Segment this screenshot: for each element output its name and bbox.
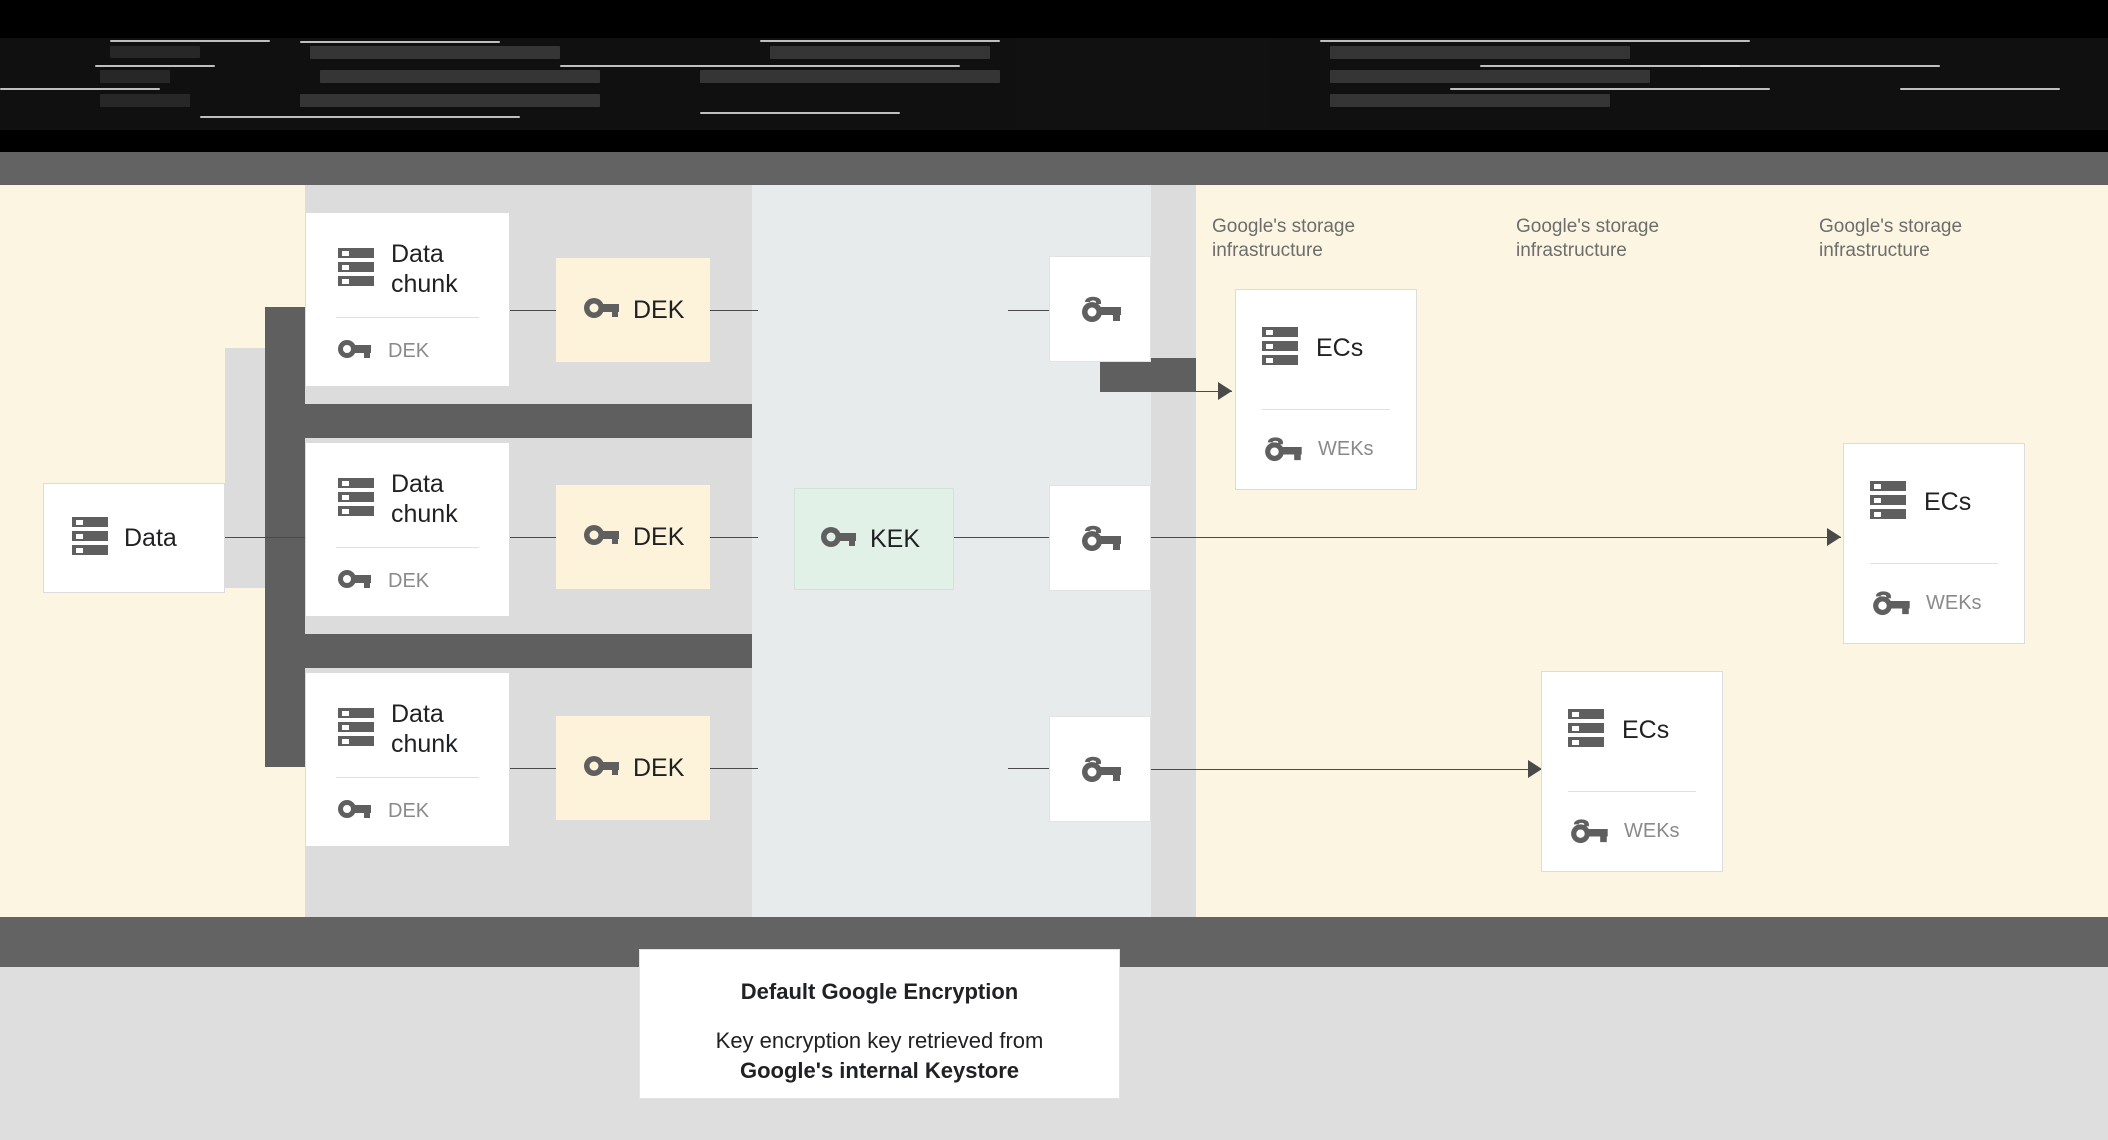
data-card-label: Data bbox=[124, 523, 177, 552]
storage-label-2: Google's storage infrastructure bbox=[1516, 216, 1660, 261]
kek-label: KEK bbox=[870, 524, 921, 553]
wrapped-key-tile-2[interactable] bbox=[1049, 485, 1151, 591]
ec-card-title: ECs bbox=[1622, 716, 1670, 744]
dek-label: DEK bbox=[633, 295, 685, 324]
dek-card-1[interactable]: DEK bbox=[556, 258, 710, 362]
caption-line-1: Key encryption key retrieved from bbox=[715, 1028, 1044, 1053]
ec-card-key-label: WEKs bbox=[1926, 592, 1982, 614]
gray-strip-data-2 bbox=[225, 458, 265, 588]
split-bracket-row2 bbox=[265, 634, 752, 668]
data-chunk-title: Data chunk bbox=[391, 240, 458, 298]
caption-line-2: Google's internal Keystore bbox=[739, 1058, 1020, 1083]
server-stack-icon bbox=[1262, 326, 1298, 371]
data-chunk-key-label: DEK bbox=[388, 800, 430, 822]
ec-card-2[interactable]: ECs WEKs bbox=[1843, 443, 2025, 644]
data-chunk-key-label: DEK bbox=[388, 340, 430, 362]
connector-dek3-out bbox=[710, 768, 758, 769]
card-divider bbox=[336, 547, 479, 548]
dek-label: DEK bbox=[633, 753, 685, 782]
card-divider bbox=[1870, 563, 1998, 564]
arrow-head-to-ec2 bbox=[1827, 528, 1841, 546]
connector-to-wrappedkey1 bbox=[1008, 310, 1050, 311]
wrapped-key-icon bbox=[1262, 432, 1302, 467]
ec-card-title: ECs bbox=[1924, 488, 1972, 516]
storage-label-1: Google's storage infrastructure bbox=[1212, 216, 1356, 261]
caption-title: Default Google Encryption bbox=[740, 979, 1019, 1004]
caption-body: Key encryption key retrieved from Google… bbox=[640, 1026, 1119, 1086]
data-chunk-card-2[interactable]: Data chunk DEK bbox=[305, 442, 510, 617]
ec-card-key-label: WEKs bbox=[1318, 438, 1374, 460]
arrow-head-to-ec1 bbox=[1218, 382, 1232, 400]
key-icon bbox=[584, 754, 619, 783]
connector-dek2-out bbox=[710, 537, 758, 538]
ec-card-title: ECs bbox=[1316, 334, 1364, 362]
arrow-head-to-ec3 bbox=[1528, 760, 1542, 778]
server-stack-icon bbox=[338, 707, 374, 752]
ec-card-3[interactable]: ECs WEKs bbox=[1541, 671, 1723, 872]
card-divider bbox=[1568, 791, 1696, 792]
dek-label: DEK bbox=[633, 522, 685, 551]
data-chunk-key-label: DEK bbox=[388, 570, 430, 592]
obscured-header-text bbox=[0, 38, 2108, 130]
wrapped-key-icon bbox=[1079, 291, 1121, 328]
server-stack-icon bbox=[72, 516, 108, 561]
connector-to-wrappedkey3 bbox=[1008, 768, 1050, 769]
ec-card-1[interactable]: ECs WEKs bbox=[1235, 289, 1417, 490]
key-icon bbox=[584, 296, 619, 325]
data-chunk-title: Data chunk bbox=[391, 470, 458, 528]
data-chunk-card-1[interactable]: Data chunk DEK bbox=[305, 212, 510, 387]
arrow-line-to-ec2 bbox=[1151, 537, 1841, 538]
wrapped-key-emit-bar bbox=[1100, 358, 1196, 392]
arrow-line-to-ec1 bbox=[1196, 391, 1232, 392]
key-icon bbox=[338, 338, 371, 365]
data-chunk-title: Data chunk bbox=[391, 700, 458, 758]
wrapped-key-tile-1[interactable] bbox=[1049, 256, 1151, 362]
card-divider bbox=[336, 317, 479, 318]
key-icon bbox=[584, 523, 619, 552]
connector-data-to-chunk bbox=[225, 537, 320, 538]
dek-card-2[interactable]: DEK bbox=[556, 485, 710, 589]
server-stack-icon bbox=[338, 477, 374, 522]
wrapped-key-icon bbox=[1870, 586, 1910, 621]
key-icon bbox=[338, 798, 371, 825]
wrapped-key-icon bbox=[1568, 814, 1608, 849]
connector-kek-to-wrappedkey2 bbox=[880, 537, 1050, 538]
card-divider bbox=[1262, 409, 1390, 410]
ec-card-key-label: WEKs bbox=[1624, 820, 1680, 842]
gray-strip-data bbox=[225, 348, 265, 458]
card-divider bbox=[336, 777, 479, 778]
key-icon bbox=[338, 568, 371, 595]
key-icon bbox=[821, 525, 856, 554]
data-card[interactable]: Data bbox=[43, 483, 225, 593]
split-bracket-row1 bbox=[265, 404, 752, 438]
caption-box: Default Google Encryption Key encryption… bbox=[639, 949, 1120, 1099]
kek-card[interactable]: KEK bbox=[794, 488, 954, 590]
dek-card-3[interactable]: DEK bbox=[556, 716, 710, 820]
server-stack-icon bbox=[338, 247, 374, 292]
connector-dek1-out bbox=[710, 310, 758, 311]
connector-chunk2-to-dek2 bbox=[510, 537, 558, 538]
wrapped-key-icon bbox=[1079, 520, 1121, 557]
top-gray-band bbox=[0, 152, 2108, 185]
server-stack-icon bbox=[1568, 708, 1604, 753]
data-chunk-card-3[interactable]: Data chunk DEK bbox=[305, 672, 510, 847]
connector-chunk3-to-dek3 bbox=[510, 768, 558, 769]
connector-chunk1-to-dek1 bbox=[510, 310, 558, 311]
wrapped-key-tile-3[interactable] bbox=[1049, 716, 1151, 822]
wrapped-key-icon bbox=[1079, 751, 1121, 788]
gray-strip-keytiles-2 bbox=[1151, 185, 1196, 917]
server-stack-icon bbox=[1870, 480, 1906, 525]
storage-label-3: Google's storage infrastructure bbox=[1819, 216, 1963, 261]
arrow-line-to-ec3 bbox=[1151, 769, 1541, 770]
